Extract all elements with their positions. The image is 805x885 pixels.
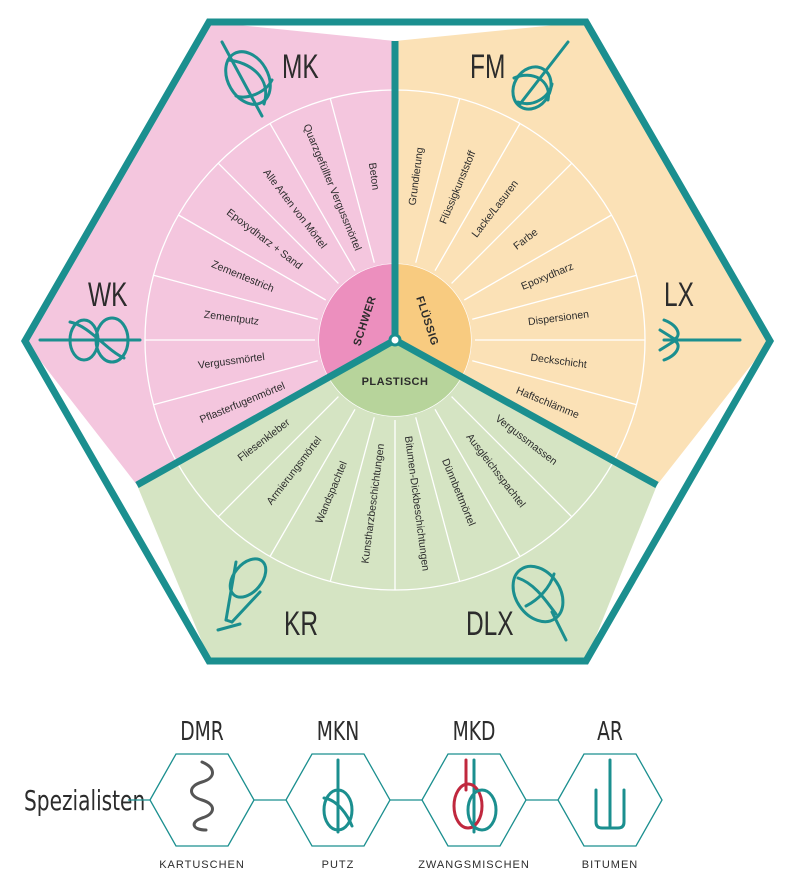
radial-line [329, 98, 375, 263]
radial-line [472, 360, 637, 406]
radial-line [472, 274, 637, 320]
specialist-mkd: MKD ZWANGSMISCHEN [418, 717, 530, 871]
plastisch-label: PLASTISCH [362, 376, 429, 388]
specialist-label: PUTZ [322, 859, 355, 871]
specialist-mkn: MKN PUTZ [285, 717, 391, 871]
radial-line [451, 162, 573, 284]
fm-mixer-icon [511, 40, 570, 111]
radial-line [217, 162, 339, 284]
specialist-label: BITUMEN [582, 859, 639, 871]
radial-line [153, 360, 318, 406]
mixer-label-lx: LX [664, 276, 694, 314]
mixer-label-wk: WK [88, 276, 128, 314]
spiral-mixer-icon [190, 760, 214, 832]
specialist-hexagon [149, 753, 255, 847]
sector-dividers [135, 41, 659, 489]
specialists-title: Spezialisten [24, 784, 145, 817]
specialist-code: DMR [180, 717, 224, 747]
radial-line [153, 274, 318, 320]
material-label-schwer: Beton [366, 162, 381, 191]
radial-dividers [145, 98, 645, 590]
specialist-ar: AR BITUMEN [557, 717, 663, 871]
specialist-hexagon [285, 753, 391, 847]
plastisch-center [329, 340, 461, 416]
radial-line [269, 408, 356, 557]
kr-mixer-icon [216, 557, 268, 632]
lx-mixer-icon [658, 318, 742, 362]
specialist-hexagon [421, 753, 527, 847]
hub-center-dot [388, 333, 402, 347]
wk-mixer-icon [38, 316, 142, 364]
specialist-code: AR [597, 717, 623, 747]
specialist-code: MKD [453, 717, 496, 747]
radial-line [415, 417, 461, 582]
mixer-label-kr: KR [284, 605, 318, 643]
specialists-row: DMR KARTUSCHEN MKN PUTZ MKD ZWANGSMISCHEN AR BI… [149, 717, 663, 871]
hexagon-outline [20, 18, 775, 665]
mk-mixer-icon [220, 40, 274, 118]
mixer-label-mk: MK [282, 48, 319, 86]
radial-line [463, 214, 612, 301]
schwer-sector [25, 22, 395, 485]
radial-line [329, 417, 375, 582]
radial-line [434, 123, 521, 272]
specialist-dmr: DMR KARTUSCHEN [149, 717, 255, 871]
specialist-code: MKN [317, 717, 359, 747]
specialist-label: KARTUSCHEN [159, 859, 245, 871]
radial-line [217, 396, 339, 518]
double-helix-mixer-icon [452, 758, 498, 834]
fluessig-sector [395, 22, 770, 485]
specialist-hexagon [557, 753, 663, 847]
radial-line [451, 396, 573, 518]
radial-line [415, 98, 461, 263]
mixer-label-fm: FM [470, 48, 505, 86]
radial-line [178, 214, 327, 301]
radial-line [269, 123, 356, 272]
radial-line [434, 408, 521, 557]
specialist-label: ZWANGSMISCHEN [418, 859, 530, 871]
helix-mixer-icon [322, 758, 354, 834]
fork-mixer-icon [594, 758, 626, 830]
mixer-label-dlx: DLX [466, 605, 514, 643]
dlx-mixer-icon [511, 564, 568, 642]
